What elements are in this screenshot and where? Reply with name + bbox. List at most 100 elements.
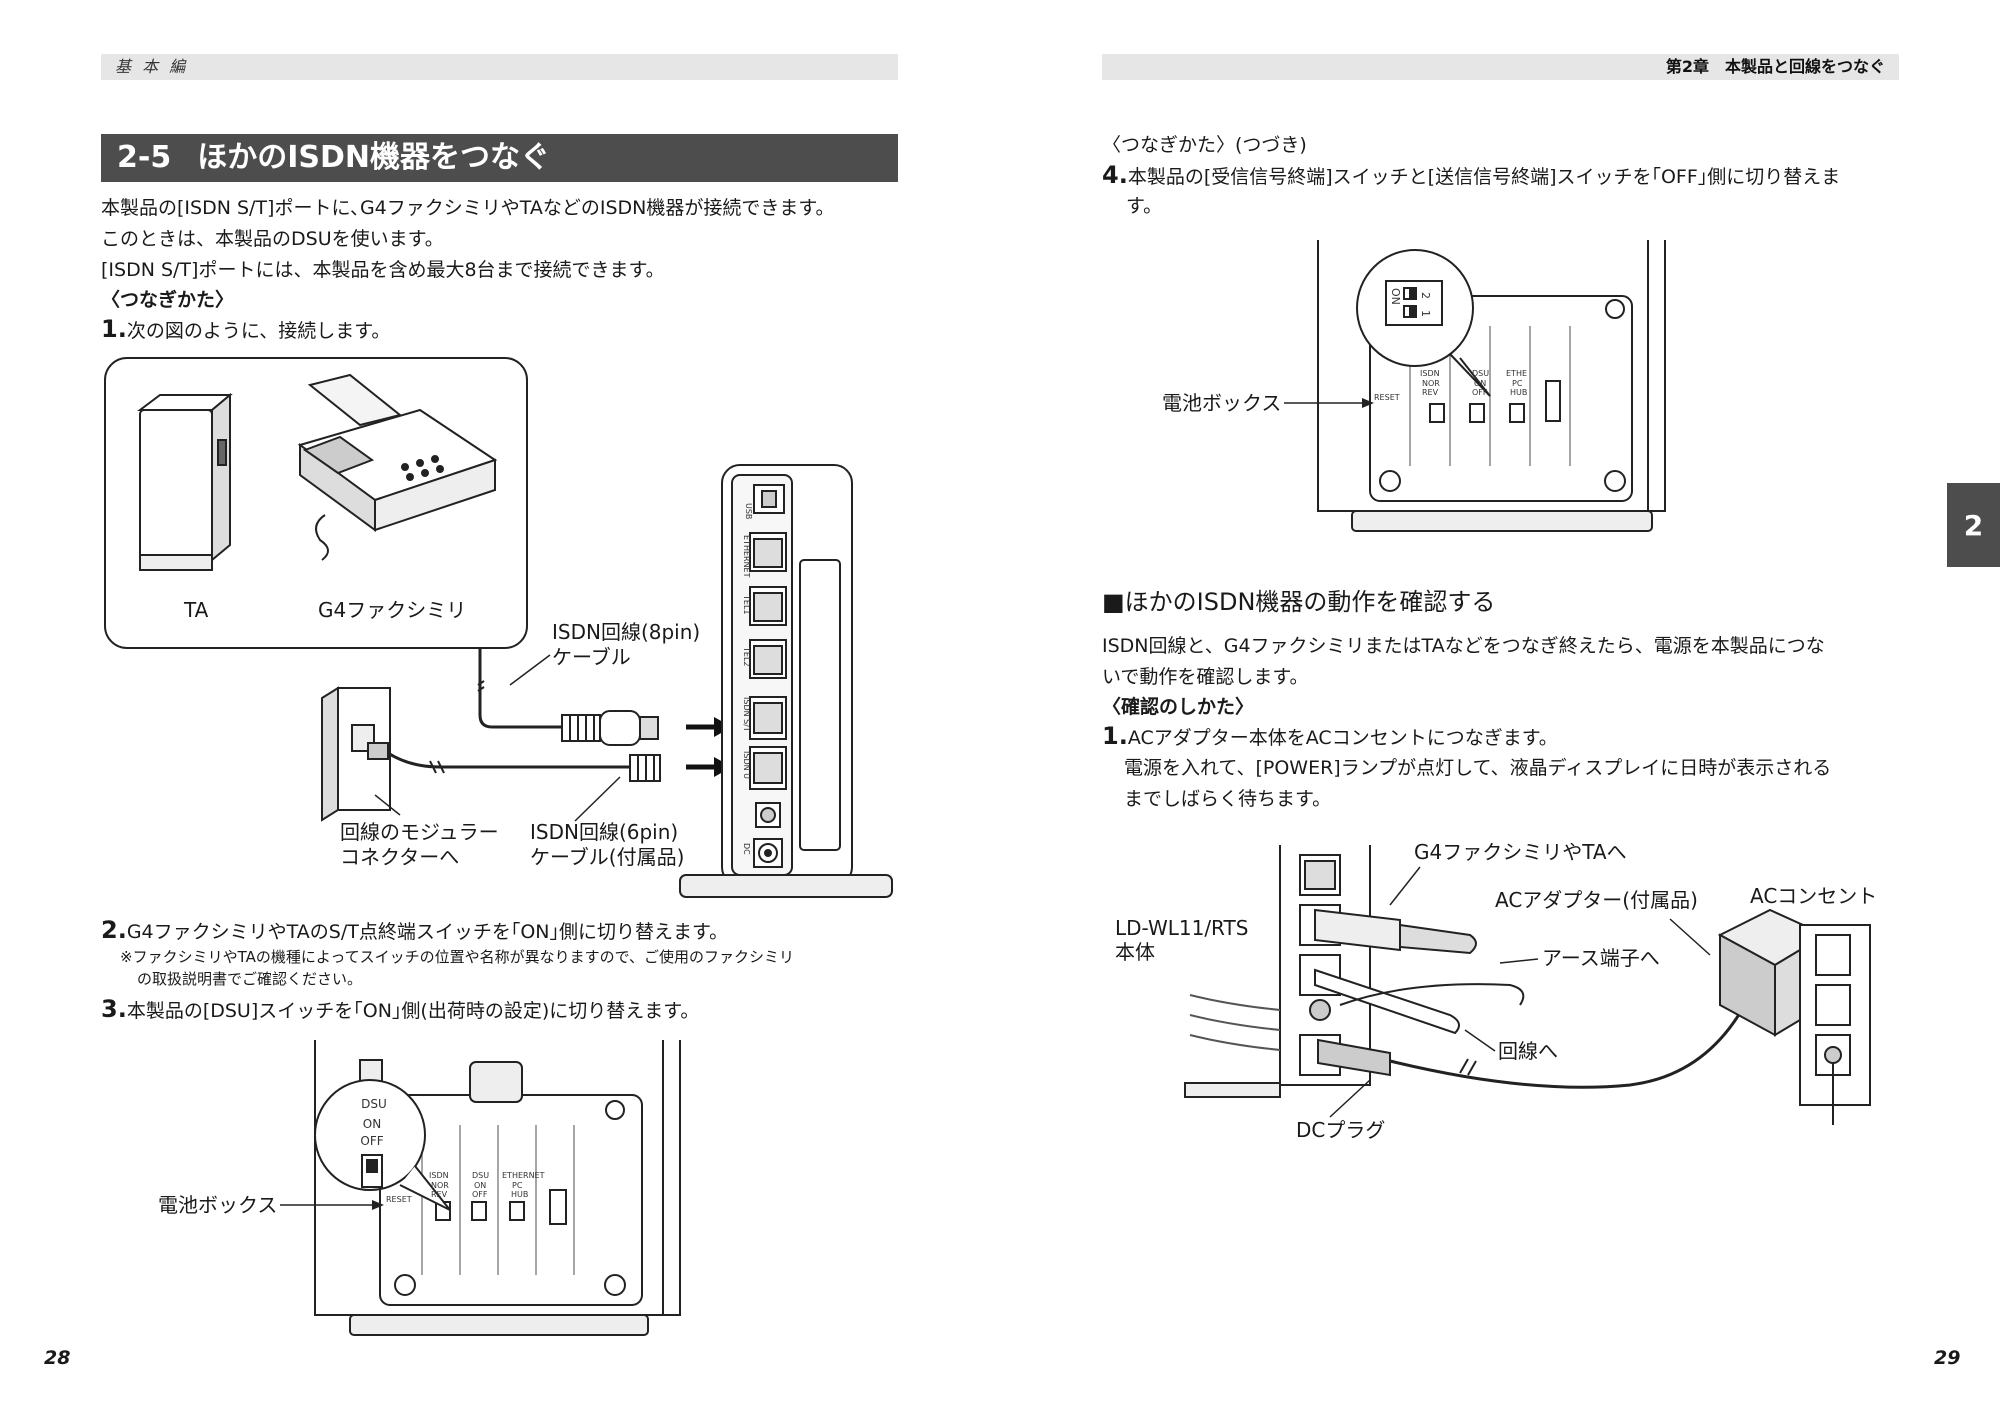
how-to-connect-heading: 〈つなぎかた〉 — [101, 289, 235, 311]
port-tel1-label: TEL1 — [742, 594, 751, 615]
reset-label: RESET — [386, 1195, 412, 1204]
isdn-6pin-plug — [629, 754, 661, 782]
step-4-number: 4. — [1102, 161, 1128, 189]
earth-terminal-label: アース端子へ — [1542, 946, 1660, 970]
step-3-number: 3. — [101, 995, 127, 1023]
line-cable — [1314, 968, 1460, 1035]
adapter-label: ACアダプター(付属品) — [1495, 888, 1698, 912]
panel-dsu-label: DSU — [472, 1171, 489, 1180]
fax-label: G4ファクシミリ — [318, 598, 466, 622]
modular-wall-jack — [321, 686, 391, 822]
running-header-right: 第2章 本製品と回線をつなぐ — [1102, 54, 1899, 80]
line-label: 回線へ — [1498, 1039, 1558, 1063]
step-2-text: G4ファクシミリやTAのS/T点終端スイッチを｢ON｣側に切り替えます。 — [126, 921, 729, 943]
step-3-text: 本製品の[DSU]スイッチを｢ON｣側(出荷時の設定)に切り替えます。 — [126, 1000, 700, 1022]
dc-plug — [1317, 1038, 1391, 1077]
check-step-1-line-2: 電源を入れて、[POWER]ランプが点灯して、液晶ディスプレイに日時が表示される — [1124, 757, 1832, 779]
outlet-label: ACコンセント — [1750, 884, 1877, 908]
earth-cable — [1339, 983, 1525, 1006]
cable-6pin-label-1: ISDN回線(6pin) — [530, 820, 678, 844]
running-header-left: 基 本 編 — [101, 54, 898, 80]
check-step-1-text: ACアダプター本体をACコンセントにつなぎます。 — [1127, 727, 1558, 749]
cable-6pin-label-2: ケーブル(付属品) — [530, 845, 684, 869]
fax-illustration — [297, 373, 498, 561]
section-number: 2-5 — [117, 140, 172, 175]
dsu-on-label: ON — [363, 1117, 381, 1131]
rev-label: REV — [431, 1190, 448, 1199]
dc-plug-label: DCプラグ — [1296, 1118, 1385, 1142]
step-1: 1.次の図のように、接続します。 — [101, 314, 390, 347]
termination-switch-diagram: ON 2 1 RESET ISDN NOR REV DSU ON OFF ETH… — [1162, 240, 1666, 532]
dsu-switch-diagram: DSU ON OFF RESET ISDN NOR REV DSU ON OFF… — [158, 1040, 681, 1336]
switch-1-label: 1 — [1419, 310, 1432, 317]
page-number-right: 29 — [1934, 1347, 1961, 1369]
nor-label: NOR — [431, 1181, 449, 1190]
section-title: ほかのISDN機器をつなぐ — [197, 140, 550, 175]
dsu-off-label: OFF — [360, 1134, 383, 1148]
ta-device-illustration — [137, 392, 233, 571]
battery-box-label: 電池ボックス — [1162, 391, 1281, 415]
switch-2-label: 2 — [1419, 292, 1432, 299]
isdn-cable-plug — [1314, 908, 1401, 952]
cable-8pin-label-2: ケーブル — [552, 645, 631, 669]
reset-label: RESET — [1374, 393, 1400, 402]
port-dc-label: DC — [742, 843, 751, 855]
step-4: 4.本製品の[受信信号終端]スイッチと[送信信号終端]スイッチを｢OFF｣側に切… — [1102, 160, 1840, 193]
dsu-magnifier — [314, 1079, 426, 1191]
isdn-label: ISDN — [429, 1171, 449, 1180]
intro-line-1: 本製品の[ISDN S/T]ポートに､G4ファクシミリやTAなどのISDN機器が… — [101, 197, 835, 219]
dc-cord — [1389, 994, 1752, 1089]
model-label: LD-WL11/RTS — [1115, 916, 1248, 940]
step-2-number: 2. — [101, 916, 127, 944]
isdn-6pin-cable — [387, 751, 630, 769]
panel-ether-label: ETHE — [1506, 369, 1527, 378]
check-step-1-line-3: までしばらく待ちます。 — [1124, 788, 1332, 810]
dsu-label: DSU — [361, 1097, 387, 1111]
stand-base — [349, 1314, 649, 1336]
step-4-line-1: 本製品の[受信信号終端]スイッチと[送信信号終端]スイッチを｢OFF｣側に切り替… — [1127, 166, 1841, 188]
body-label: 本体 — [1115, 940, 1155, 964]
check-body-line-1: ISDN回線と、G4ファクシミリまたはTAなどをつなぎ終えたら、電源を本製品につ… — [1102, 635, 1825, 657]
isdn-8pin-cable — [478, 648, 562, 729]
switch-on-label: ON — [1389, 288, 1402, 305]
panel-dsu-label: DSU — [1472, 369, 1489, 378]
nor-label: NOR — [1422, 379, 1440, 388]
note-line-2: の取扱説明書でご確認ください。 — [137, 970, 363, 988]
port-ethernet-label: ETHERNET — [742, 535, 751, 578]
step-1-number: 1. — [101, 315, 127, 343]
step-2: 2.G4ファクシミリやTAのS/T点終端スイッチを｢ON｣側に切り替えます。 — [101, 915, 728, 948]
intro-line-2: このときは、本製品のDSUを使います。 — [101, 228, 444, 250]
page-number-left: 28 — [44, 1347, 71, 1369]
intro-line-3: [ISDN S/T]ポートには、本製品を含め最大8台まで接続できます。 — [101, 259, 665, 281]
step-1-text: 次の図のように、接続します。 — [126, 320, 391, 342]
panel-pc-label: PC — [1512, 379, 1523, 388]
left-page: 基 本 編 2-5 ほかのISDN機器をつなぐ 本製品の[ISDN S/T]ポート… — [44, 54, 898, 1369]
router-back-panel — [679, 464, 893, 898]
panel-on-label: ON — [474, 1181, 486, 1190]
continued-heading: 〈つなぎかた〉(つづき) — [1102, 134, 1307, 156]
rev-label: REV — [1422, 388, 1439, 397]
g4-ta-label: G4ファクシミリやTAへ — [1414, 840, 1627, 864]
step-4-line-2: す。 — [1126, 195, 1163, 217]
section-title-bar: 2-5 ほかのISDN機器をつなぐ — [101, 134, 898, 182]
battery-box-label: 電池ボックス — [158, 1193, 277, 1217]
port-usb-label: USB — [744, 503, 753, 519]
modular-label-2: コネクターへ — [340, 845, 459, 869]
modular-label-1: 回線のモジュラー — [340, 820, 499, 844]
check-body-line-2: いで動作を確認します。 — [1102, 666, 1309, 688]
panel-hub-label: HUB — [1510, 388, 1527, 397]
panel-pc-label: PC — [512, 1181, 523, 1190]
panel-off-label: OFF — [1472, 388, 1488, 397]
panel-on-label: ON — [1474, 379, 1486, 388]
port-isdn-u-label: ISDN U — [742, 751, 751, 779]
check-subheading: ■ほかのISDN機器の動作を確認する — [1102, 588, 1496, 616]
port-tel2-label: TEL2 — [742, 646, 751, 667]
isdn-label: ISDN — [1420, 369, 1440, 378]
check-step-1: 1.ACアダプター本体をACコンセントにつなぎます。 — [1102, 721, 1558, 754]
note-line-1: ※ファクシミリやTAの機種によってスイッチの位置や名称が異なりますので、ご使用の… — [120, 948, 795, 966]
power-connection-diagram: G4ファクシミリやTAへ ACアダプター(付属品) ACコンセント LD-WL1… — [1115, 840, 1877, 1142]
panel-ethernet-label: ETHERNET — [502, 1171, 545, 1180]
panel-off-label: OFF — [472, 1190, 488, 1199]
devices-frame — [104, 357, 528, 649]
check-step-1-number: 1. — [1102, 722, 1128, 750]
